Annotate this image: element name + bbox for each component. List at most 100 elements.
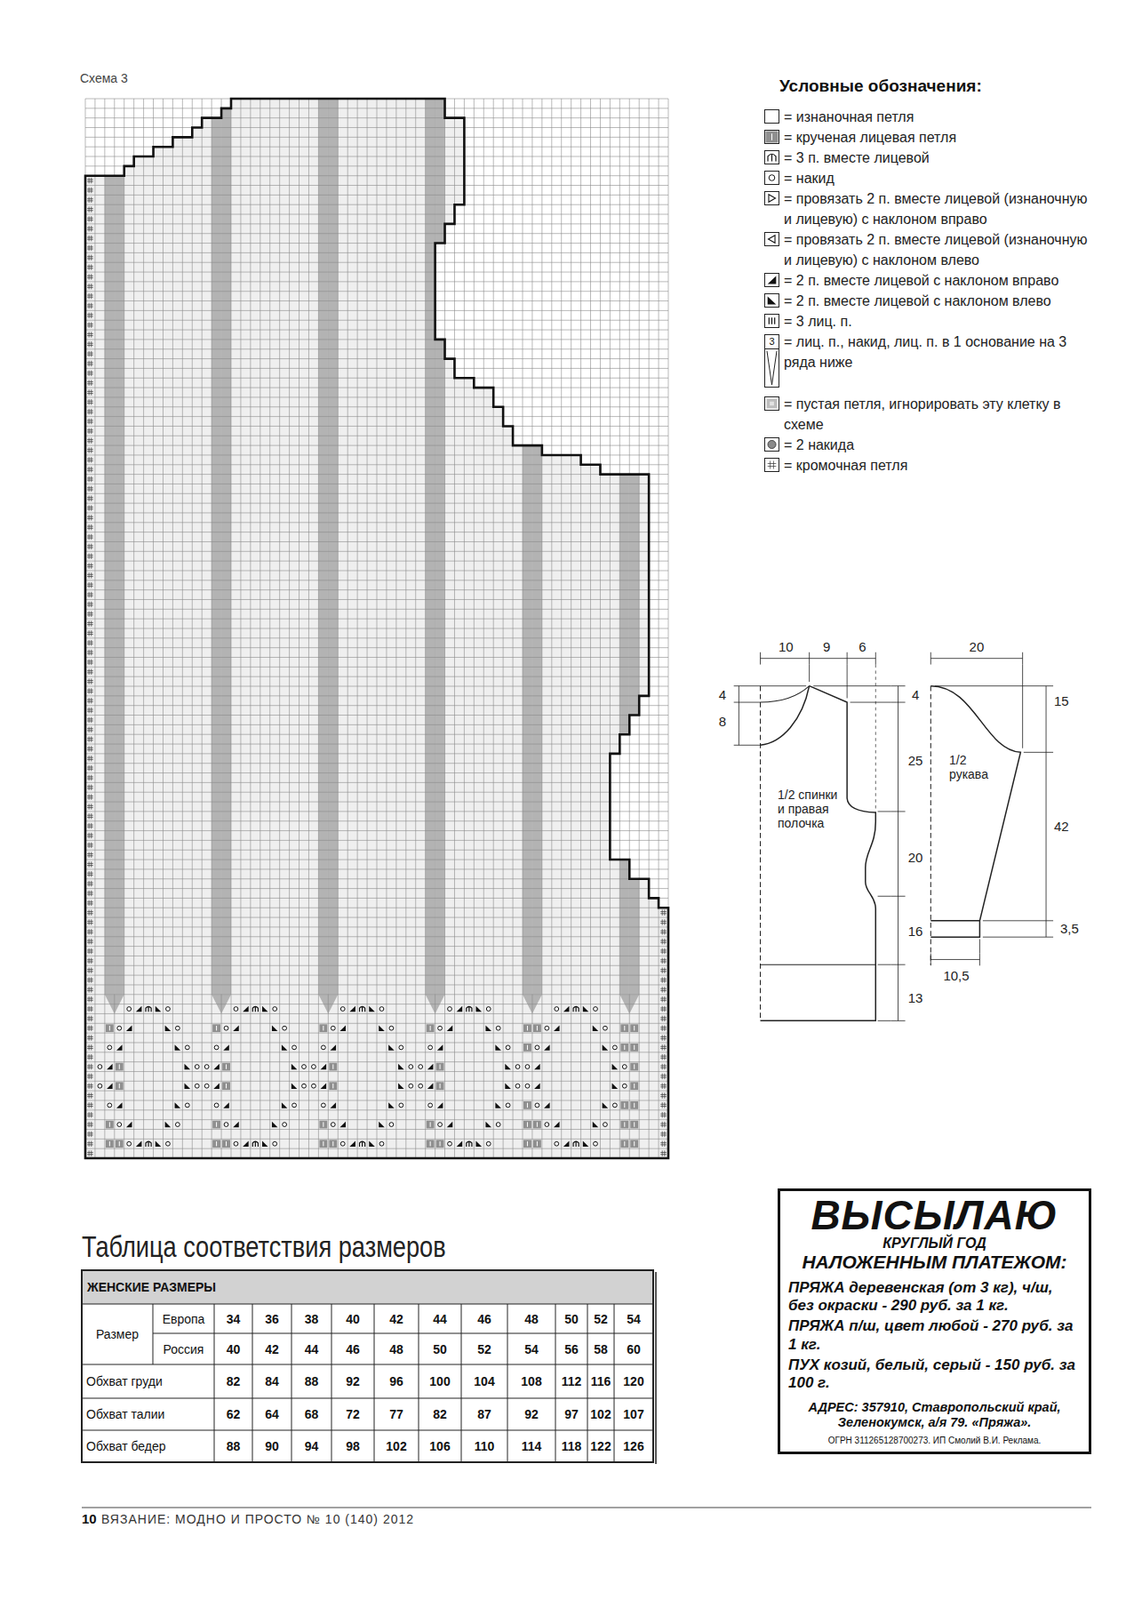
yarn-over <box>292 1102 297 1108</box>
twisted-stitch <box>523 1139 532 1148</box>
edge-stitch-mark <box>87 437 94 444</box>
dec-left-filled <box>476 1006 483 1013</box>
legend-symbol <box>764 437 780 452</box>
dec-left-filled <box>165 1024 172 1031</box>
edge-stitch-mark <box>87 813 94 820</box>
dimension-value: 20 <box>968 638 986 655</box>
dec-left-filled <box>398 1082 405 1089</box>
table-cell: 84 <box>264 1373 280 1389</box>
twisted-mark <box>623 1102 625 1108</box>
twisted-stitch <box>319 1139 328 1148</box>
twisted-mark <box>633 1121 635 1127</box>
no-stitch-inner <box>769 401 775 407</box>
symbol-art <box>764 129 780 144</box>
yarn-over <box>175 1122 180 1127</box>
lace-border <box>97 1006 639 1148</box>
legend-symbol <box>764 150 780 165</box>
chart-ground <box>85 98 669 1158</box>
dimension-value: 8 <box>718 713 727 729</box>
twisted-stitch <box>105 1139 114 1148</box>
dec-left-filled <box>504 1082 512 1089</box>
table-cell: 40 <box>345 1310 360 1326</box>
legend: = изнаночная петля= крученая лицевая пет… <box>764 106 1092 476</box>
table-cell: 52 <box>593 1310 608 1326</box>
twisted-stitch <box>630 1120 639 1129</box>
edge-stitches <box>87 177 667 1157</box>
legend-text: = 3 п. вместе лицевой <box>783 147 1092 168</box>
twisted-stitch <box>620 1139 629 1148</box>
twisted-stitch <box>115 1081 124 1090</box>
stitch-v <box>765 349 780 386</box>
twisted-mark <box>536 1025 538 1031</box>
edge-stitch-mark <box>87 504 94 512</box>
yarn-over <box>204 1083 209 1088</box>
edge-stitch-mark <box>87 601 94 608</box>
yarn-over <box>525 1064 530 1070</box>
edge-stitch-mark <box>87 495 94 502</box>
k3tog-mark <box>252 1006 258 1012</box>
dec-left-filled <box>271 1024 279 1031</box>
table-cell: 82 <box>432 1406 448 1422</box>
edge-stitch-mark <box>87 649 94 656</box>
dimension-value: 42 <box>1053 819 1071 835</box>
dec-right-filled <box>767 276 777 285</box>
edge-stitch-mark <box>87 331 94 338</box>
twisted-mark <box>633 1083 635 1088</box>
dec-left-filled <box>602 1102 609 1109</box>
twisted-mark <box>109 1141 111 1146</box>
twisted-mark <box>536 1121 538 1127</box>
legend-symbol <box>764 170 780 185</box>
dec-right-filled <box>339 1024 346 1031</box>
size-table-grid <box>81 1269 656 1464</box>
edge-stitch-mark <box>660 1140 667 1147</box>
edge-stitch-mark <box>87 870 94 878</box>
dec-left-filled <box>165 1121 172 1128</box>
dec-left-filled <box>388 1044 395 1051</box>
edge-stitch-mark <box>87 745 94 752</box>
edge-stitch-mark <box>87 784 94 791</box>
piece-label: 1/2 спинки и правая полочка <box>777 787 839 831</box>
twisted-stitch <box>630 1139 639 1148</box>
edge-stitch-mark <box>87 572 94 579</box>
edge-stitch-mark <box>660 928 667 935</box>
twisted-stitch <box>523 1101 532 1110</box>
table-cell: 94 <box>304 1438 320 1454</box>
twisted-mark <box>623 1121 625 1127</box>
edge-stitch-mark <box>87 659 94 666</box>
dec-left-filled <box>398 1063 405 1071</box>
legend-text: = 2 накида <box>783 434 1092 456</box>
table-cell: 104 <box>473 1373 495 1389</box>
legend-symbol <box>764 293 780 308</box>
edge-stitch-mark <box>87 273 94 280</box>
yarn-over <box>379 1141 384 1146</box>
dec-left-filled <box>175 1102 182 1109</box>
dec-left-filled <box>262 1006 269 1013</box>
table-cell: 44 <box>432 1310 448 1326</box>
legend-symbol <box>764 191 780 206</box>
twisted-mark <box>430 1025 432 1031</box>
legend-text: = лиц. п., накид, лиц. п. в 1 основание … <box>783 331 1092 373</box>
twisted-mark <box>623 1025 625 1031</box>
dec-right-filled <box>427 1063 434 1071</box>
table-cell: 34 <box>226 1310 241 1326</box>
table-cell: 40 <box>226 1341 241 1356</box>
symbol-art <box>764 170 780 185</box>
table-cell: 97 <box>564 1406 579 1422</box>
dec-right-filled <box>427 1082 434 1089</box>
yarn-over <box>535 1045 540 1050</box>
symbol-art <box>764 109 780 124</box>
edge-stitch-mark <box>87 187 94 194</box>
twisted-stitch <box>630 1043 639 1052</box>
edge-stitch-mark <box>87 948 94 955</box>
dec-left-filled <box>592 1024 599 1031</box>
edge-stitch-mark <box>87 321 94 328</box>
edge-stitch-mark <box>87 283 94 290</box>
table-cell: 44 <box>304 1341 320 1356</box>
edge-stitch-mark <box>87 717 94 724</box>
edge-stitch-mark <box>87 1063 94 1071</box>
edge-stitch-mark <box>87 803 94 810</box>
dec-left-filled <box>155 1140 162 1147</box>
edge-stitch-mark <box>660 1149 667 1157</box>
yarn-over <box>603 1025 608 1031</box>
edge-stitch-mark <box>87 687 94 695</box>
